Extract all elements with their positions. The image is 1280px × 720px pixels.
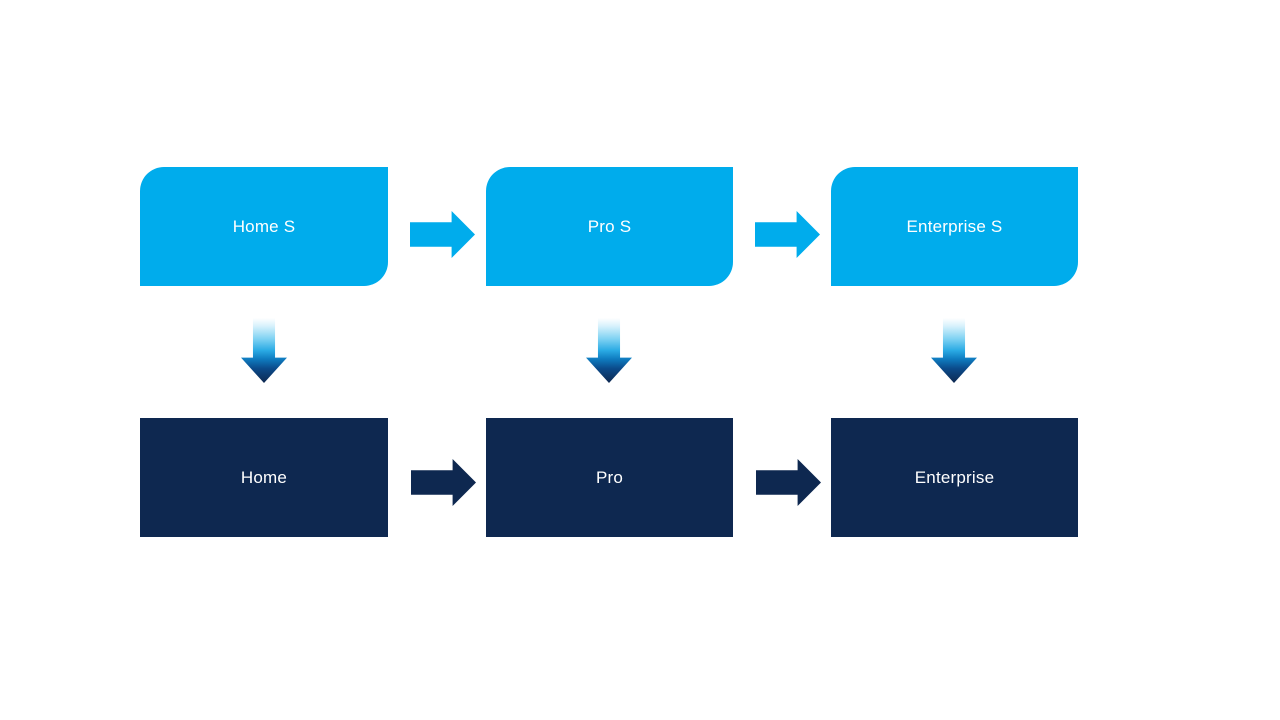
box-enterprise-s: Enterprise S (831, 167, 1078, 286)
box-pro-s-label: Pro S (587, 216, 632, 236)
box-home: Home (140, 418, 388, 537)
box-pro-s: Pro S (486, 167, 733, 286)
right-arrow-icon (755, 211, 820, 258)
box-enterprise: Enterprise (831, 418, 1078, 537)
box-home-s-label: Home S (232, 216, 296, 236)
down-arrow-icon (586, 318, 632, 383)
right-arrow-icon (756, 459, 821, 506)
box-home-s: Home S (140, 167, 388, 286)
box-enterprise-label: Enterprise (914, 467, 995, 487)
down-arrow-icon (241, 318, 287, 383)
box-enterprise-s-label: Enterprise S (906, 216, 1003, 236)
box-pro: Pro (486, 418, 733, 537)
down-arrow-icon (931, 318, 977, 383)
box-pro-label: Pro (595, 467, 624, 487)
box-home-label: Home (240, 467, 288, 487)
right-arrow-icon (411, 459, 476, 506)
right-arrow-icon (410, 211, 475, 258)
